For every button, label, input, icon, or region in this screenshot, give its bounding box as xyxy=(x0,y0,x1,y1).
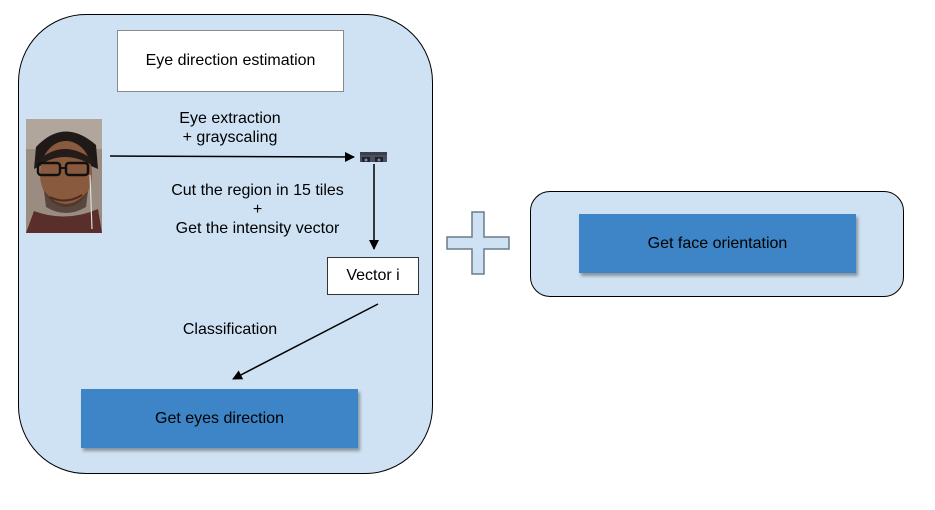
arrow-photo-to-eye xyxy=(109,151,355,162)
face-photo-image xyxy=(26,119,102,233)
cut-region-line3: Get the intensity vector xyxy=(175,220,340,237)
plus-icon xyxy=(446,211,510,275)
cut-region-label: Cut the region in 15 tiles + Get the int… xyxy=(150,181,365,238)
face-photo xyxy=(26,119,102,233)
eye-extraction-line2: + grayscaling xyxy=(182,129,278,146)
eye-extraction-line1: Eye extraction xyxy=(179,110,281,127)
get-face-orientation-box: Get face orientation xyxy=(579,214,856,273)
classification-label: Classification xyxy=(182,321,278,338)
arrow-vector-to-eyes-direction xyxy=(232,303,379,380)
eye-extraction-label: Eye extraction + grayscaling xyxy=(150,109,310,147)
cut-region-line1: Cut the region in 15 tiles xyxy=(171,182,344,199)
eye-crop-image xyxy=(360,152,387,162)
cut-region-line2: + xyxy=(252,201,263,218)
vector-box: Vector i xyxy=(327,257,419,295)
get-eyes-direction-box: Get eyes direction xyxy=(81,389,358,448)
eye-crop-graphic xyxy=(360,155,387,162)
eye-direction-title: Eye direction estimation xyxy=(117,30,344,92)
